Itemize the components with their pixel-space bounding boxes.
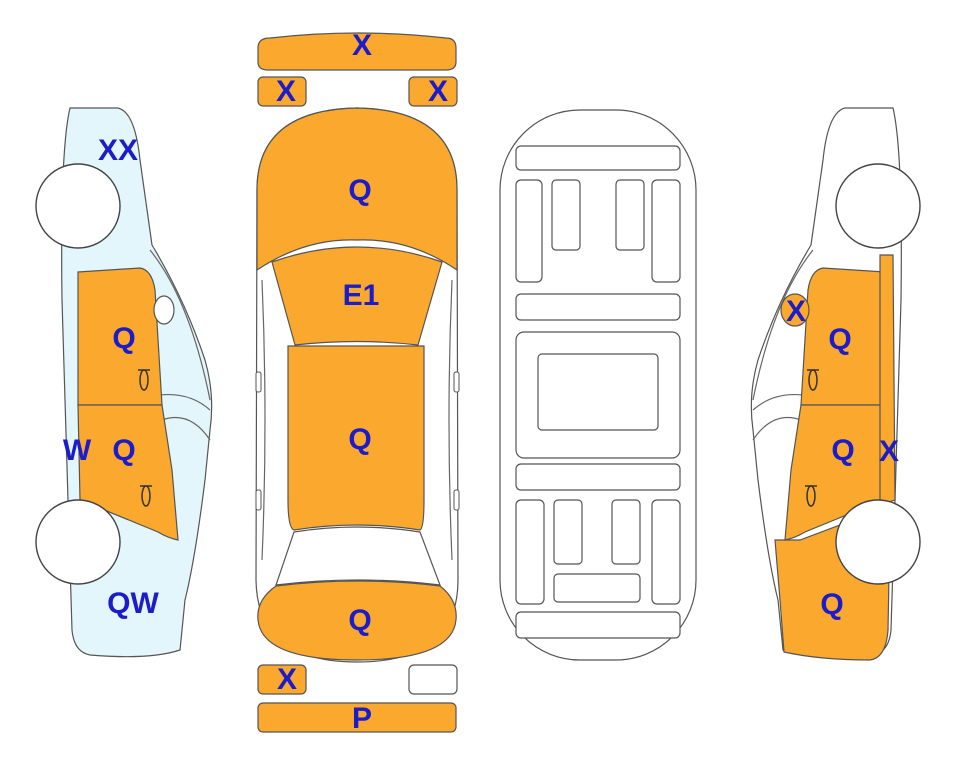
right-a-pillar-line xyxy=(448,279,453,561)
right-rear-quarter-code: Q xyxy=(820,588,843,621)
underbody-rear-right-rail xyxy=(651,499,681,605)
underbody-front-right-inner xyxy=(615,179,645,251)
left-a-pillar-line xyxy=(261,279,266,561)
underbody-rear-beam xyxy=(515,611,681,639)
underbody-rear-left-inner xyxy=(553,499,583,565)
rear-left-corner[interactable] xyxy=(257,664,307,695)
rear-bumper[interactable] xyxy=(257,702,457,733)
roof[interactable] xyxy=(287,345,425,531)
rear-bumper-code: P xyxy=(352,702,372,735)
right-rear-door-code: Q xyxy=(831,434,854,467)
left-window-line xyxy=(159,393,211,411)
right-mirror[interactable] xyxy=(780,293,810,327)
front-right-corner-code: X xyxy=(428,75,448,108)
right-pillar-code: X xyxy=(879,435,899,468)
front-left-corner-code: X xyxy=(276,75,296,108)
right-mirror-code: X xyxy=(786,295,806,328)
left-side-view xyxy=(35,107,213,658)
underbody-front-right-rail xyxy=(651,179,681,283)
right-top-mirror xyxy=(453,371,460,393)
left-roof-line xyxy=(149,249,211,401)
right-front-door-code: Q xyxy=(828,323,851,356)
left-front-door-code: Q xyxy=(112,322,135,355)
right-front-wheel xyxy=(835,163,921,249)
windshield[interactable] xyxy=(271,246,443,346)
hood[interactable] xyxy=(256,107,458,272)
left-front-wheel xyxy=(35,163,121,249)
underbody-rear-right-inner xyxy=(611,499,641,565)
left-mirror[interactable] xyxy=(153,295,175,325)
front-left-corner[interactable] xyxy=(257,76,307,107)
top-view xyxy=(255,32,460,733)
front-bumper[interactable] xyxy=(257,32,457,71)
left-rear-quarter-code: QW xyxy=(107,587,159,620)
right-door-front[interactable] xyxy=(800,267,886,406)
top-bumper-code: X xyxy=(352,29,372,62)
rear-right-corner[interactable] xyxy=(408,664,458,695)
front-right-corner[interactable] xyxy=(408,76,458,107)
underbody-crossmember-1 xyxy=(515,293,681,321)
right-side-view xyxy=(750,107,921,661)
left-front-fender-code: XX xyxy=(98,134,138,167)
left-rear-door-code: Q xyxy=(112,434,135,467)
underbody-front-left-inner xyxy=(551,179,581,251)
left-door-handle-front[interactable] xyxy=(138,369,150,391)
right-top-handle xyxy=(453,489,460,511)
underbody-rear-left-rail xyxy=(515,499,545,605)
underbody-view xyxy=(499,109,697,661)
right-roof-line xyxy=(752,249,814,401)
damage-codes: X X X Q E1 Q Q X P XX Q Q W QW X Q Q X Q xyxy=(63,29,899,735)
left-sill-code: W xyxy=(63,434,92,467)
left-door-rear[interactable] xyxy=(77,404,179,541)
underbody-front-left-rail xyxy=(515,179,543,283)
right-rear-wheel xyxy=(835,499,921,585)
underbody-crossmember-2 xyxy=(515,463,681,491)
left-door-handle-rear[interactable] xyxy=(140,485,152,507)
right-door-handle-front[interactable] xyxy=(807,369,819,391)
trunk[interactable] xyxy=(257,580,457,661)
left-top-handle xyxy=(255,489,262,511)
hood-code: Q xyxy=(348,174,371,207)
right-door-handle-rear[interactable] xyxy=(805,485,817,507)
windshield-code: E1 xyxy=(343,279,380,312)
left-top-mirror xyxy=(255,371,262,393)
rear-window xyxy=(275,526,441,586)
trunk-code: Q xyxy=(348,604,371,637)
right-window-line-2 xyxy=(752,416,802,441)
rear-left-corner-code: X xyxy=(277,663,297,696)
right-window-line xyxy=(752,393,804,411)
underbody-rear-tank xyxy=(553,573,641,603)
left-rear-wheel xyxy=(35,499,121,585)
left-window-line-2 xyxy=(161,416,211,441)
underbody-front-beam xyxy=(515,145,681,171)
underbody-floor-center xyxy=(537,353,659,431)
roof-code: Q xyxy=(348,423,371,456)
right-pillar[interactable] xyxy=(879,254,896,506)
